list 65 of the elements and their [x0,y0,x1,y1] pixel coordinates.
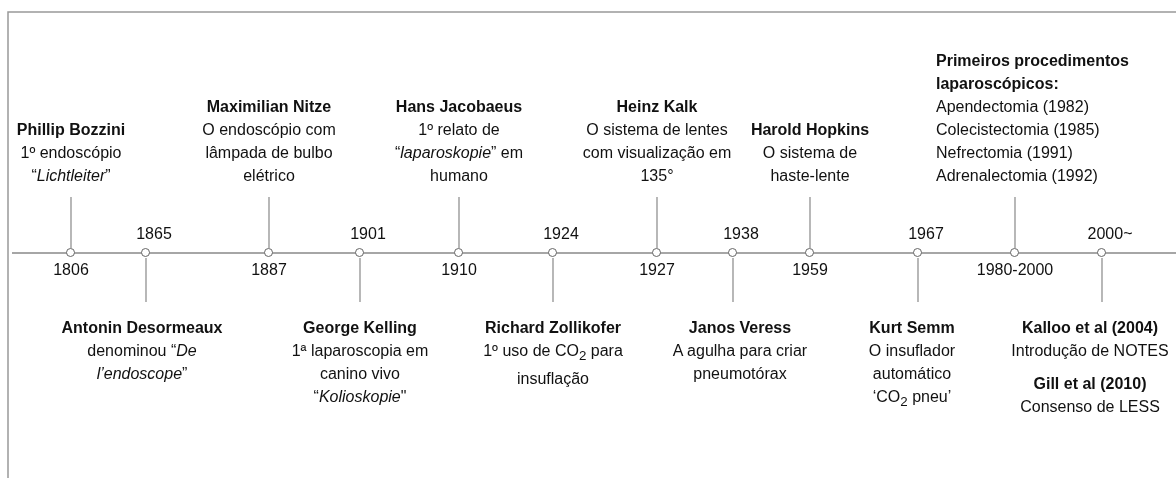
connector-line [70,196,72,249]
event-description: Nefrectomia (1991) [936,143,1074,163]
timeline-dot [1010,248,1019,257]
event-description: Adrenalectomia (1992) [936,166,1099,186]
event-description: 1ª laparoscopia em canino vivo “Kolioskopie" [290,341,430,407]
year-label: 1967 [908,225,944,243]
year-label: 1865 [136,225,172,243]
timeline-dot [141,248,150,257]
timeline-dot [355,248,364,257]
event-description: O sistema de lentes com visualização em 135° [581,120,733,186]
event-title: Maximilian Nitze [205,97,333,117]
year-label: 1910 [441,261,477,279]
connector-line [809,196,811,249]
year-label: 1927 [639,261,675,279]
timeline-dot [1097,248,1106,257]
event-title: Heinz Kalk [615,97,699,117]
connector-line [1014,196,1016,249]
connector-line [268,196,270,249]
timeline-dot [548,248,557,257]
connector-line [917,257,919,303]
event-title: George Kelling [302,318,418,338]
connector-line [732,257,734,303]
event-description: Colecistectomia (1985) [936,120,1101,140]
event-description: 1º relato de “laparoskopie” em humano [393,120,525,186]
event-description: Apendectomia (1982) [936,97,1090,117]
event-description: O sistema de haste-lente [761,143,859,186]
event-title: Kalloo et al (2004) [1020,318,1159,338]
timeline-dot [913,248,922,257]
timeline-dot [728,248,737,257]
event-description: 1º endoscópio “Lichtleiter” [19,143,123,186]
event-title: Janos Veress [687,318,793,338]
connector-line [359,257,361,303]
event-description: Consenso de LESS [1019,397,1161,417]
event-title: Antonin Desormeaux [60,318,224,338]
connector-line [145,257,147,303]
timeline-dot [652,248,661,257]
timeline-dot [454,248,463,257]
year-label: 1924 [543,225,579,243]
year-label: 1806 [53,261,89,279]
connector-line [552,257,554,303]
event-title: Kurt Semm [868,318,956,338]
event-title: Harold Hopkins [749,120,871,140]
event-title: Primeiros procedimentos laparoscópicos: [936,51,1130,94]
timeline-dot [805,248,814,257]
year-label: 2000~ [1087,225,1133,243]
year-label: 1938 [723,225,759,243]
event-title: Phillip Bozzini [15,120,127,140]
year-label: 1980-2000 [976,261,1054,279]
event-description: A agulha para criar pneumotórax [671,341,809,384]
connector-line [458,196,460,249]
connector-line [656,196,658,249]
year-label: 1901 [350,225,386,243]
year-label: 1959 [792,261,828,279]
event-title: Hans Jacobaeus [394,97,524,117]
connector-line [1101,257,1103,303]
event-description: Introdução de NOTES [1010,341,1170,361]
event-title: Richard Zollikofer [484,318,622,338]
year-label: 1887 [251,261,287,279]
event-description: O insuflador automático ‘CO$_{2}$ pneu’ [867,341,957,412]
event-title: Gill et al (2010) [1032,374,1148,394]
timeline-dot [66,248,75,257]
timeline-dot [264,248,273,257]
event-description: O endoscópio com lâmpada de bulbo elétrico [201,120,337,186]
event-description: 1º uso de CO$_{2}$ para insuflação [482,341,624,390]
event-description: denominou “De l’endoscope” [86,341,198,384]
